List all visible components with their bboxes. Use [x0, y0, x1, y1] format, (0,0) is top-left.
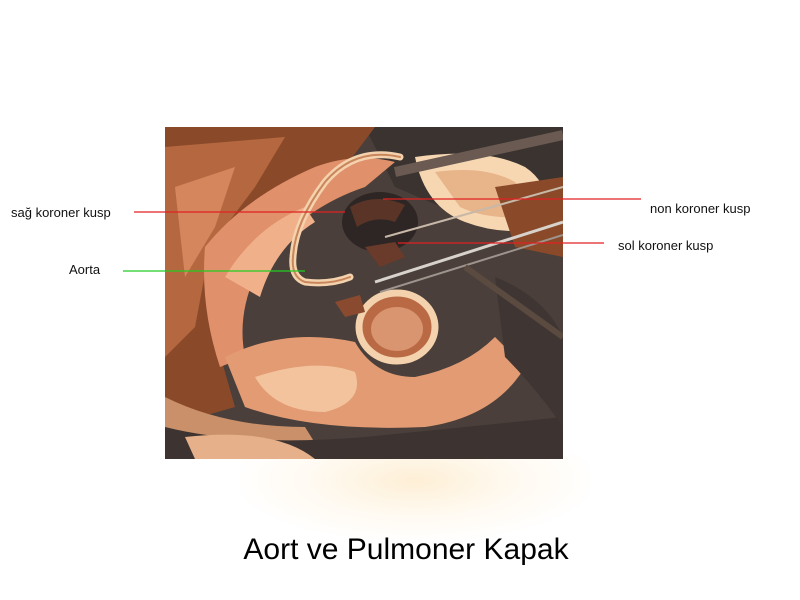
label-aorta: Aorta	[69, 262, 101, 277]
label-sol-koroner-kusp: sol koroner kusp	[618, 238, 714, 253]
specimen-photo	[165, 127, 563, 459]
slide-title: Aort ve Pulmoner Kapak	[243, 533, 569, 566]
background-watermark	[240, 455, 590, 540]
label-non-koroner-kusp: non koroner kusp	[650, 201, 751, 216]
specimen-illustration	[165, 127, 563, 459]
label-sag-koroner-kusp: sağ koroner kusp	[11, 205, 111, 220]
